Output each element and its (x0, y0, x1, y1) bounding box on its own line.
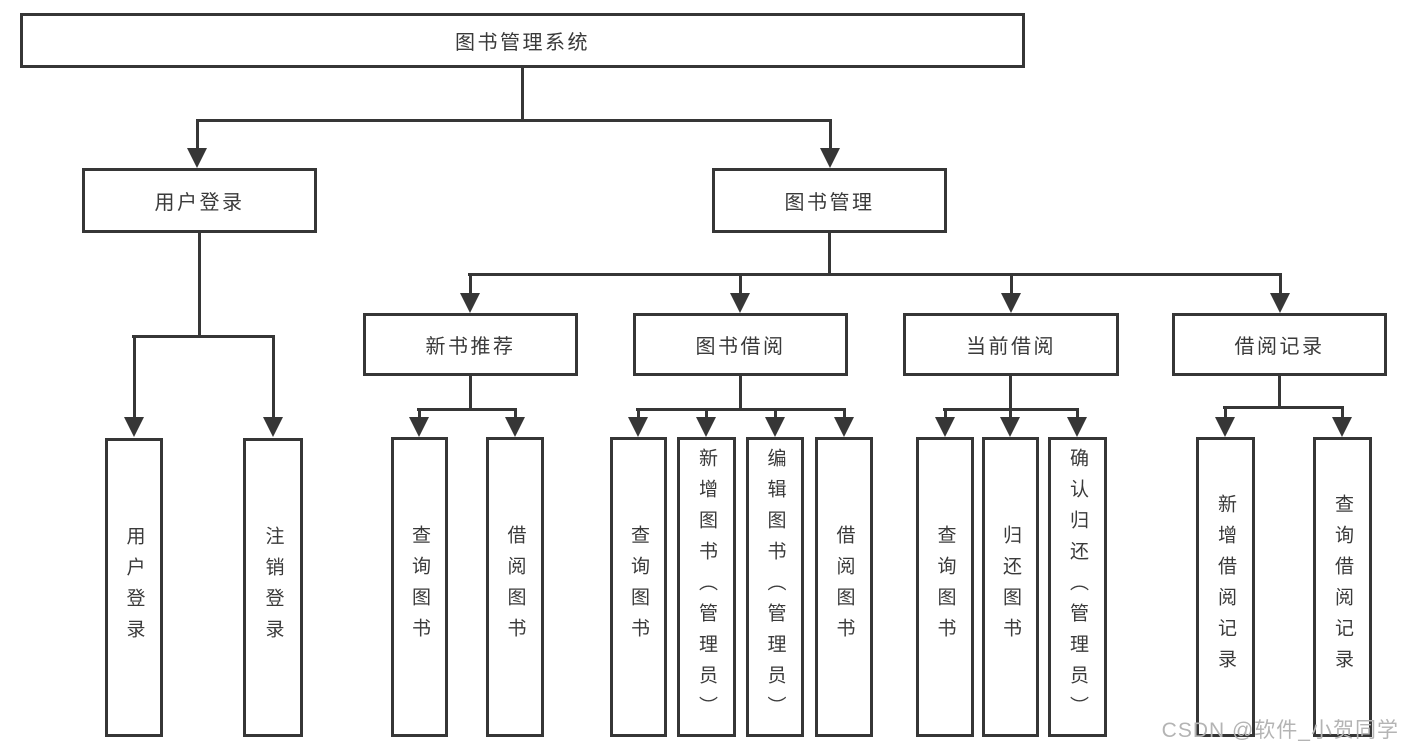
arrow-stem (738, 273, 742, 296)
leaf-query-book-newbook: 查询图书 (391, 437, 448, 737)
arrow-to-book-management (820, 119, 840, 168)
connector-current-borrow-stem (1009, 376, 1012, 408)
arrow-down-icon (1001, 293, 1021, 313)
arrow-to-leaf-user-login (124, 335, 144, 437)
arrow-stem (1009, 273, 1013, 296)
arrow-to-current-borrow (1001, 273, 1021, 313)
arrow-stem (132, 335, 136, 420)
arrow-stem (1278, 273, 1282, 296)
connector-split-borrow-record (1223, 406, 1344, 409)
leaf-add-borrow-record: 新增借阅记录 (1196, 437, 1255, 737)
arrow-stem (417, 408, 421, 420)
watermark: CSDN @软件_小贺同学 (1161, 719, 1399, 742)
arrow-down-icon (187, 148, 207, 168)
arrow-to-borrow-book-1 (505, 408, 525, 437)
arrow-down-icon (1332, 417, 1352, 437)
node-user-login: 用户登录 (82, 168, 317, 233)
arrow-to-leaf-logout (263, 335, 283, 437)
arrow-down-icon (820, 148, 840, 168)
arrow-down-icon (730, 293, 750, 313)
node-book-borrow: 图书借阅 (633, 313, 848, 376)
arrow-stem (943, 408, 947, 420)
arrow-to-add-borrow-record (1215, 406, 1235, 437)
arrow-to-edit-book (765, 408, 785, 437)
connector-split-new-book (417, 408, 517, 411)
arrow-to-new-book (460, 273, 480, 313)
arrow-stem (773, 408, 777, 420)
arrow-down-icon (1067, 417, 1087, 437)
arrow-down-icon (1000, 417, 1020, 437)
arrow-stem (195, 119, 199, 151)
arrow-stem (636, 408, 640, 420)
arrow-to-query-book-3 (935, 408, 955, 437)
arrow-down-icon (696, 417, 716, 437)
arrow-down-icon (834, 417, 854, 437)
connector-split-level3 (468, 273, 1282, 276)
leaf-query-borrow-record: 查询借阅记录 (1313, 437, 1372, 737)
arrow-stem (468, 273, 472, 296)
connector-root-stem (521, 68, 524, 120)
arrow-down-icon (505, 417, 525, 437)
connector-split-user-login (132, 335, 275, 338)
arrow-to-user-login (187, 119, 207, 168)
arrow-down-icon (124, 417, 144, 437)
connector-borrow-record-stem (1278, 376, 1281, 406)
arrow-to-borrow-record (1270, 273, 1290, 313)
arrow-down-icon (409, 417, 429, 437)
connector-book-management-stem (828, 233, 831, 273)
arrow-stem (1340, 406, 1344, 420)
leaf-confirm-return-admin: 确认归还（管理员） (1048, 437, 1107, 737)
arrow-stem (271, 335, 275, 420)
leaf-return-book: 归还图书 (982, 437, 1039, 737)
arrow-to-add-book (696, 408, 716, 437)
leaf-edit-book-admin: 编辑图书（管理员） (746, 437, 804, 737)
connector-user-login-stem (198, 233, 201, 335)
leaf-query-book-borrow: 查询图书 (610, 437, 667, 737)
arrow-stem (842, 408, 846, 420)
leaf-borrow-book-newbook: 借阅图书 (486, 437, 544, 737)
arrow-stem (704, 408, 708, 420)
arrow-to-borrow-book-2 (834, 408, 854, 437)
connector-split-book-borrow (636, 408, 846, 411)
arrow-to-query-borrow-record (1332, 406, 1352, 437)
arrow-down-icon (263, 417, 283, 437)
arrow-down-icon (765, 417, 785, 437)
arrow-to-confirm-return (1067, 408, 1087, 437)
node-current-borrow: 当前借阅 (903, 313, 1119, 376)
node-new-book-recommend: 新书推荐 (363, 313, 578, 376)
arrow-stem (828, 119, 832, 151)
arrow-down-icon (1270, 293, 1290, 313)
arrow-down-icon (935, 417, 955, 437)
leaf-borrow-book-borrow: 借阅图书 (815, 437, 873, 737)
arrow-stem (513, 408, 517, 420)
node-book-management: 图书管理 (712, 168, 947, 233)
arrow-down-icon (460, 293, 480, 313)
arrow-to-book-borrow (730, 273, 750, 313)
leaf-add-book-admin: 新增图书（管理员） (677, 437, 736, 737)
leaf-user-login: 用户登录 (105, 438, 163, 737)
arrow-to-query-book-2 (628, 408, 648, 437)
leaf-query-book-current: 查询图书 (916, 437, 974, 737)
node-borrow-record: 借阅记录 (1172, 313, 1387, 376)
node-library-system: 图书管理系统 (20, 13, 1025, 68)
arrow-to-return-book (1000, 408, 1020, 437)
arrow-down-icon (628, 417, 648, 437)
connector-new-book-stem (469, 376, 472, 408)
arrow-to-query-book-1 (409, 408, 429, 437)
arrow-stem (1223, 406, 1227, 420)
arrow-stem (1008, 408, 1012, 420)
connector-split-level2 (196, 119, 832, 122)
connector-book-borrow-stem (739, 376, 742, 408)
leaf-logout: 注销登录 (243, 438, 303, 737)
arrow-down-icon (1215, 417, 1235, 437)
arrow-stem (1075, 408, 1079, 420)
